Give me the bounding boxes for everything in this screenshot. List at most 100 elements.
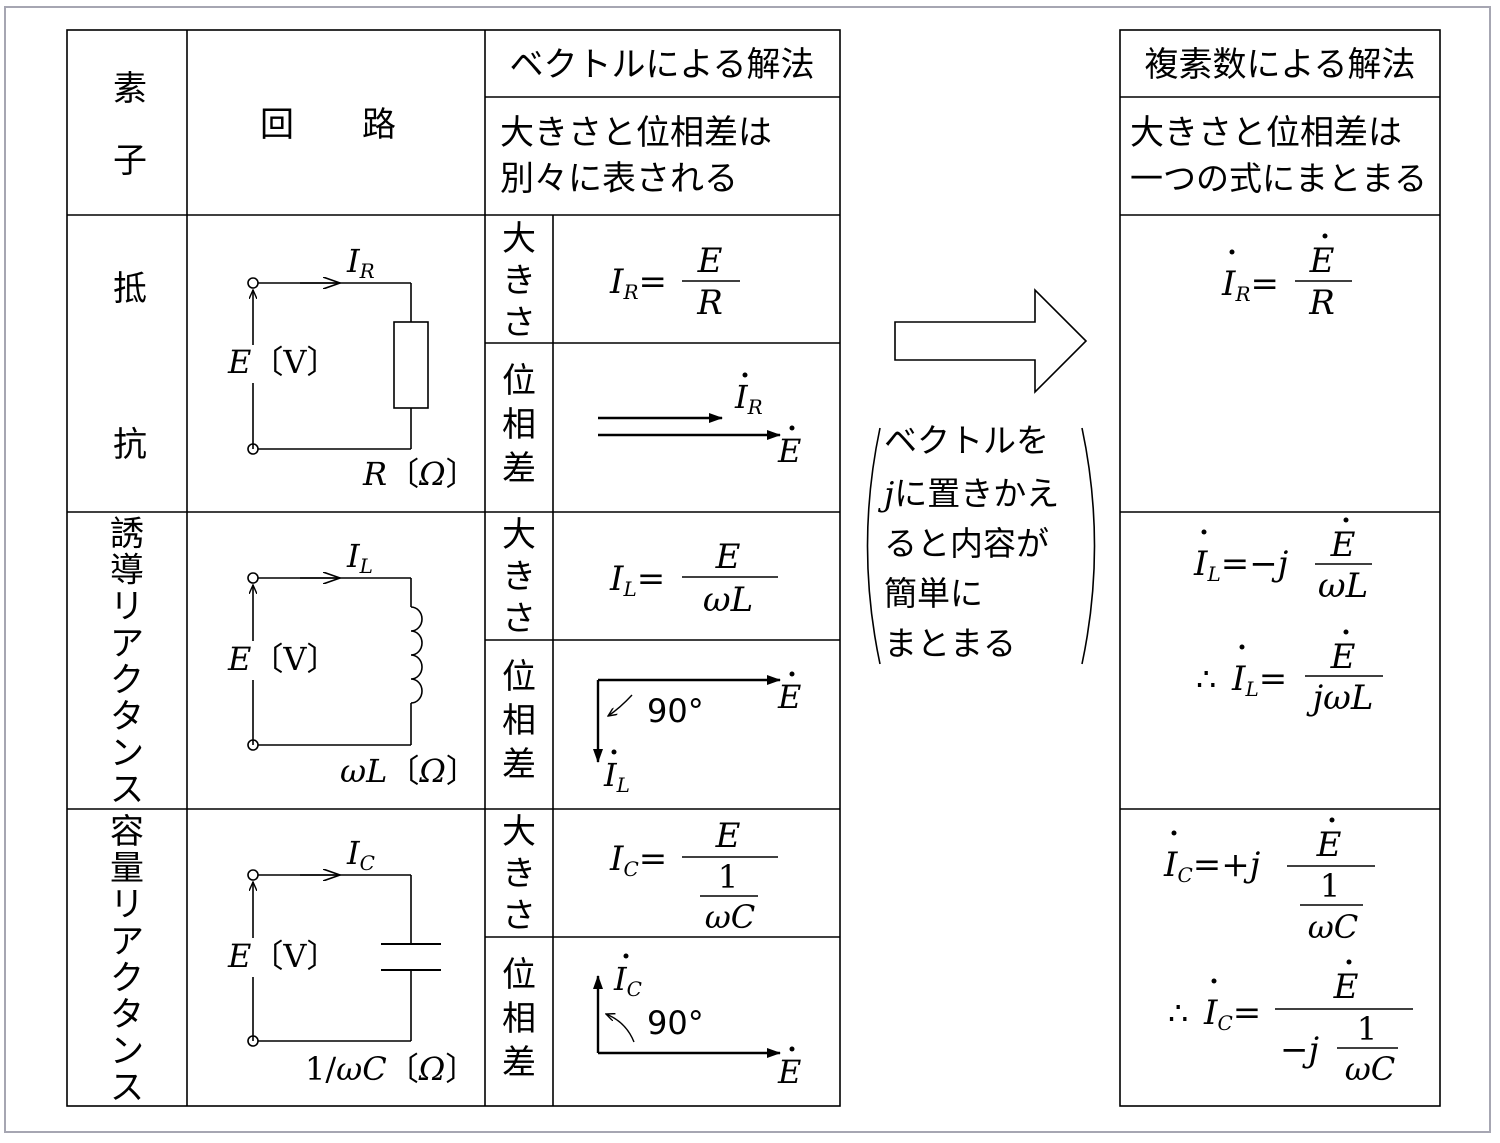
element-capacitor-char: ス bbox=[110, 1068, 144, 1108]
dot bbox=[1343, 517, 1349, 523]
mag-label-r1: 大 bbox=[502, 219, 536, 259]
right-table-grid bbox=[1119, 29, 1441, 1107]
right-r-den: R bbox=[1308, 283, 1335, 323]
capacitor-phase-angle: 90° bbox=[647, 1004, 704, 1042]
inductor-phase-angle: 90° bbox=[647, 692, 704, 730]
element-inductor-char: ア bbox=[110, 624, 144, 664]
phase-label-l1: 位 bbox=[502, 657, 536, 697]
element-inductor-char: ン bbox=[110, 734, 144, 774]
mag-label-l1: 大 bbox=[502, 515, 536, 555]
resistor-mag-num: E bbox=[697, 241, 723, 281]
right-desc-2: 一つの式にまとまる bbox=[1130, 159, 1427, 198]
inductor-mag-den: ωL bbox=[703, 580, 753, 620]
resistor-phase-voltage-label: E bbox=[777, 432, 801, 470]
dot bbox=[1229, 249, 1235, 255]
right-l-therefore: ∴ bbox=[1196, 660, 1216, 698]
header-element-char1: 素 bbox=[113, 69, 147, 109]
capacitor-phase-current-label: IC bbox=[613, 960, 642, 1001]
right-l-eq1-den: ωL bbox=[1318, 566, 1368, 606]
right-c-eq2-lhs: IC= bbox=[1203, 993, 1261, 1035]
note-line-2: jに置きかえ bbox=[877, 474, 1059, 513]
header-circuit: 回 路 bbox=[260, 105, 396, 145]
transform-arrow-icon bbox=[894, 288, 1088, 394]
capacitor-mag-num: E bbox=[715, 816, 741, 856]
resistor-source-label: E〔V〕 bbox=[227, 343, 339, 381]
note-line-3: ると内容が bbox=[884, 524, 1049, 563]
mag-label-r2: き bbox=[502, 261, 536, 301]
right-r-num: E bbox=[1309, 241, 1335, 281]
element-capacitor-char: 容 bbox=[110, 812, 144, 852]
right-l-eq2-num: E bbox=[1330, 637, 1356, 677]
note-line-4: 簡単に bbox=[884, 574, 983, 613]
dot bbox=[1239, 644, 1245, 650]
dot bbox=[611, 749, 617, 755]
phase-label-l3: 差 bbox=[502, 745, 536, 785]
inductor-phase-voltage-label: E bbox=[777, 678, 801, 716]
right-c-eq1-den-num: 1 bbox=[1320, 867, 1340, 905]
phase-label-c1: 位 bbox=[502, 955, 536, 995]
resistor-circuit bbox=[247, 278, 429, 455]
phase-label-c3: 差 bbox=[502, 1043, 536, 1083]
dot bbox=[789, 1046, 795, 1052]
element-capacitor-char: リ bbox=[110, 885, 144, 925]
middle-section: ベクトルを jに置きかえ ると内容が 簡単に まとまる bbox=[866, 288, 1096, 665]
resistor-current-label: IR bbox=[346, 242, 375, 283]
right-c-eq1-den-den: ωC bbox=[1308, 908, 1359, 946]
phase-label-c2: 相 bbox=[502, 999, 536, 1039]
inductor-source-label: E〔V〕 bbox=[227, 640, 339, 678]
left-table-grid bbox=[66, 29, 841, 1107]
dot bbox=[1322, 233, 1328, 239]
note-line-1: ベクトルを bbox=[884, 421, 1049, 460]
right-inductor-formula: IL=−j E ωL ∴ IL= E jωL bbox=[1193, 517, 1383, 718]
right-l-eq1-num: E bbox=[1330, 525, 1356, 565]
right-c-eq2-den-prefix: −j bbox=[1280, 1030, 1319, 1070]
dot bbox=[742, 372, 748, 378]
right-capacitor-formula: IC=+j E 1 ωC ∴ IC= E −j 1 ωC bbox=[1163, 817, 1413, 1088]
dot bbox=[1171, 830, 1177, 836]
dot bbox=[1329, 817, 1335, 823]
capacitor-mag-den-den: ωC bbox=[705, 898, 756, 936]
element-resistor-char1: 抵 bbox=[113, 269, 147, 309]
phase-label-r1: 位 bbox=[502, 361, 536, 401]
right-c-eq2-den-num: 1 bbox=[1357, 1010, 1377, 1048]
right-c-eq1: IC=+j bbox=[1163, 845, 1261, 887]
inductor-circuit bbox=[247, 573, 423, 751]
element-capacitor-char: ン bbox=[110, 1032, 144, 1072]
resistor-mag-lhs: IR= bbox=[609, 262, 667, 304]
right-l-eq1: IL=−j bbox=[1193, 544, 1289, 586]
element-inductor-char: ク bbox=[110, 660, 144, 700]
right-desc-1: 大きさと位相差は bbox=[1130, 113, 1402, 153]
header-vector-title: ベクトルによる解法 bbox=[510, 45, 815, 85]
capacitor-source-label: E〔V〕 bbox=[227, 937, 339, 975]
inductor-current-label: IL bbox=[346, 537, 373, 578]
right-header: 複素数による解法 大きさと位相差は 一つの式にまとまる bbox=[1130, 45, 1427, 198]
right-c-eq1-num: E bbox=[1316, 825, 1342, 865]
inductor-phase-current-label: IL bbox=[603, 756, 630, 797]
mag-label-l3: さ bbox=[502, 599, 536, 639]
element-inductor-char: 導 bbox=[110, 551, 144, 591]
inductor-mag-lhs: IL= bbox=[609, 559, 665, 601]
element-capacitor-char: タ bbox=[110, 995, 144, 1035]
element-capacitor-char: ク bbox=[110, 958, 144, 998]
right-r-lhs: IR= bbox=[1221, 264, 1279, 306]
right-paren bbox=[1081, 427, 1096, 665]
row-resistor: 抵 抗 IR E〔V〕 R〔Ω〕 大 き さ IR= E R 位 相 差 bbox=[113, 219, 801, 493]
left-paren bbox=[866, 427, 881, 665]
phase-label-r2: 相 bbox=[502, 405, 536, 445]
right-c-eq2-den-den: ωC bbox=[1345, 1050, 1396, 1088]
capacitor-angle-arc bbox=[606, 1014, 635, 1043]
mag-label-l2: き bbox=[502, 557, 536, 597]
element-capacitor-char: ア bbox=[110, 922, 144, 962]
mag-label-c2: き bbox=[502, 854, 536, 894]
phase-label-r3: 差 bbox=[502, 449, 536, 489]
element-inductor-char: ス bbox=[110, 770, 144, 810]
outer-frame bbox=[4, 6, 1491, 1133]
inductor-impedance-label: ωL〔Ω〕 bbox=[340, 752, 478, 790]
right-resistor-formula: IR= E R bbox=[1221, 233, 1352, 323]
inductor-mag-num: E bbox=[715, 537, 741, 577]
